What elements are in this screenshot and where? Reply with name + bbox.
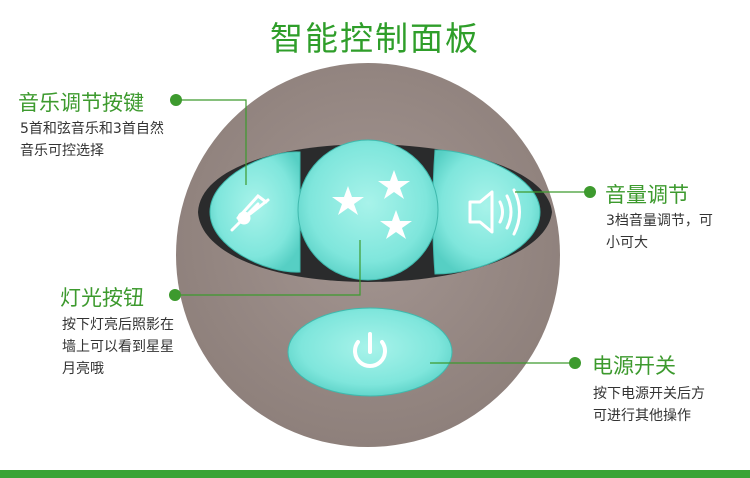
stars-icon [332, 170, 412, 239]
music-desc-line2: 音乐可控选择 [20, 143, 104, 159]
music-note-icon [230, 193, 270, 232]
power-button[interactable] [287, 307, 453, 397]
light-label: 灯光按钮 [60, 286, 144, 310]
light-dot [169, 289, 181, 301]
light-desc-line1: 按下灯亮后照影在 [62, 317, 174, 333]
bottom-accent-bar [0, 470, 750, 478]
power-dot [569, 357, 581, 369]
music-connector [176, 99, 247, 185]
speaker-volume-icon [468, 188, 521, 236]
volume-desc-line2: 小可大 [606, 235, 648, 251]
light-connector [175, 240, 361, 296]
volume-dot [584, 186, 596, 198]
light-desc-line3: 月亮哦 [62, 361, 104, 377]
music-label: 音乐调节按键 [18, 91, 144, 115]
power-label: 电源开关 [592, 354, 676, 378]
light-button[interactable] [297, 139, 439, 281]
music-dot [170, 94, 182, 106]
music-button[interactable] [209, 151, 301, 273]
volume-desc-line1: 3档音量调节，可 [606, 213, 713, 229]
light-desc-line2: 墙上可以看到星星 [62, 339, 174, 355]
power-desc-line1: 按下电源开关后方 [593, 386, 705, 402]
power-desc-line2: 可进行其他操作 [593, 408, 691, 424]
music-desc-line1: 5首和弦音乐和3首自然 [20, 121, 164, 137]
page-title: 智能控制面板 [270, 19, 480, 58]
volume-label: 音量调节 [605, 183, 689, 207]
power-icon [353, 332, 387, 368]
